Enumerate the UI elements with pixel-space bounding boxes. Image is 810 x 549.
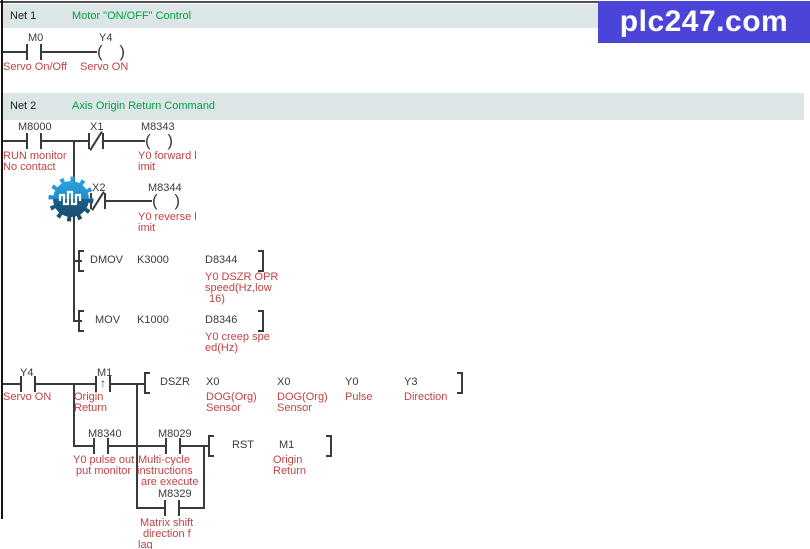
comment-rst-origin-1: Origin [273,454,303,466]
net1-label: Net 1 [10,10,37,22]
gear-pulse-logo-icon [48,176,94,222]
instruction-rst[interactable]: RST [232,439,254,451]
net1-title: Motor "ON/OFF" Control [72,10,192,22]
device-label-m8344: M8344 [148,182,182,194]
contact-m8029[interactable] [165,438,181,454]
net2-header: Net 2 Axis Origin Return Command [3,93,804,120]
comment-multicycle-2: instructions [137,465,193,477]
instruction-left-bracket [208,435,214,457]
operand-m1[interactable]: M1 [279,439,295,451]
instruction-dszr[interactable]: DSZR [160,376,190,388]
comment-d8344-3: 16) [209,293,225,305]
comment-servo-on-2: Servo ON [3,391,52,403]
instruction-left-bracket [78,310,84,332]
wire [73,140,75,322]
comment-matrix-1: Matrix shift [140,517,194,529]
device-label-m8343: M8343 [141,121,175,133]
comment-run-monitor: RUN monitor [3,150,67,162]
comment-no-contact: No contact [3,161,56,173]
contact-m0[interactable] [26,44,42,60]
comment-dog2-1: DOG(Org) [277,391,328,403]
contact-m8000[interactable] [26,133,42,149]
wire [3,51,99,53]
comment-servo-onoff: Servo On/Off [3,61,67,73]
comment-y0-pulse-2: put monitor [76,465,132,477]
operand-d8344[interactable]: D8344 [205,254,238,266]
comment-direction: Direction [404,391,448,403]
operand-k3000[interactable]: K3000 [137,254,169,266]
plc247-watermark: plc247.com [598,1,810,43]
operand-y0[interactable]: Y0 [345,376,359,388]
comment-y0-reverse-2: imit [138,222,156,234]
device-label-y4b: Y4 [20,367,34,379]
comment-multicycle-1: Multi-cycle [138,454,190,466]
comment-matrix-3: lag [138,539,153,549]
contact-m8329[interactable] [164,500,180,516]
operand-k1000[interactable]: K1000 [137,314,169,326]
instruction-right-bracket [258,310,264,332]
coil-m8344[interactable]: () [152,191,180,211]
wire [203,445,205,509]
instruction-left-bracket [144,372,150,394]
device-label-m8340: M8340 [88,428,122,440]
device-label-x1: X1 [90,121,104,133]
device-label-m0: M0 [28,32,44,44]
coil-y4[interactable]: () [97,42,125,62]
comment-d8346-1: Y0 creep spe [205,331,270,343]
coil-m8343[interactable]: () [145,131,173,151]
instruction-left-bracket [78,250,84,272]
comment-rst-origin-2: Return [273,465,307,477]
comment-y0-forward-2: imit [138,161,156,173]
operand-x0-2[interactable]: X0 [277,376,291,388]
comment-y0-reverse-1: Y0 reverse l [138,211,197,223]
wire [73,260,82,262]
comment-servo-on: Servo ON [80,61,129,73]
device-label-y4: Y4 [99,32,113,44]
comment-y0-pulse-1: Y0 pulse out [73,454,135,466]
comment-pulse: Pulse [345,391,373,403]
operand-y3[interactable]: Y3 [404,376,418,388]
instruction-right-bracket [258,250,264,272]
wire [73,383,75,447]
instruction-dmov[interactable]: DMOV [90,254,123,266]
window-top-border [0,1,810,3]
comment-dog1-1: DOG(Org) [206,391,257,403]
comment-matrix-2: direction f [143,528,191,540]
operand-x0-1[interactable]: X0 [206,376,220,388]
comment-origin-2: Return [74,402,108,414]
instruction-mov[interactable]: MOV [95,314,121,326]
ladder-left-rail [1,0,3,519]
net2-title: Axis Origin Return Command [72,100,216,112]
contact-y4[interactable] [20,376,36,392]
comment-multicycle-3: are execute [141,476,199,488]
wire [73,445,210,447]
comment-y0-forward-1: Y0 forward l [138,150,197,162]
wire [73,320,82,322]
contact-m8340[interactable] [93,438,109,454]
instruction-right-bracket [457,372,463,394]
comment-d8344-2: speed(Hz,low [205,282,272,294]
wire [3,140,147,142]
contact-rising-m1[interactable]: ↑ [95,376,111,392]
operand-d8346[interactable]: D8346 [205,314,238,326]
comment-d8346-2: ed(Hz) [205,342,239,354]
net2-label: Net 2 [10,100,37,112]
device-label-x2: X2 [92,182,106,194]
device-label-m8000: M8000 [18,121,52,133]
wire [73,200,155,202]
device-label-m8029: M8029 [158,428,192,440]
contact-nc-x1[interactable] [88,131,104,151]
instruction-right-bracket [326,435,332,457]
device-label-m8329: M8329 [158,488,192,500]
watermark-text: plc247.com [619,5,789,38]
comment-d8344-1: Y0 DSZR OPR [205,271,279,283]
comment-dog2-2: Sensor [277,402,312,414]
device-label-m1: M1 [97,367,113,379]
comment-dog1-2: Sensor [206,402,241,414]
comment-origin-1: Origin [74,391,104,403]
